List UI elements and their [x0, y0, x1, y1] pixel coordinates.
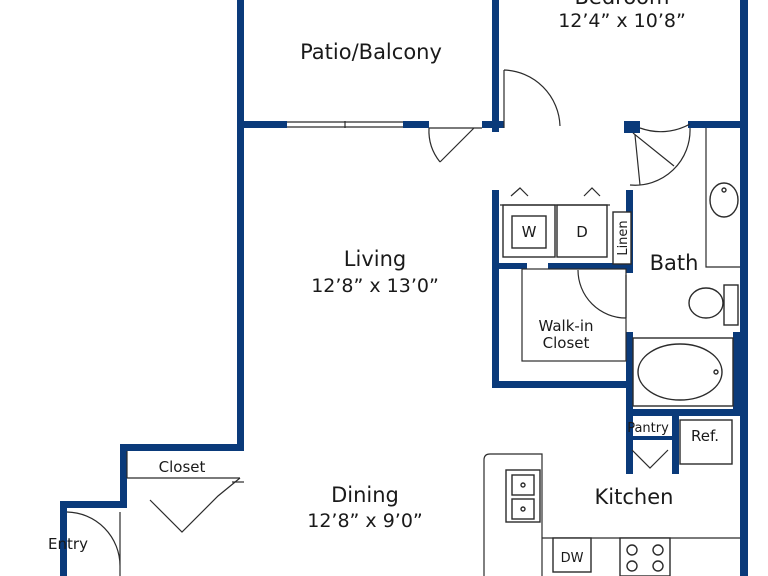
toilet-tank	[723, 284, 739, 326]
patio-left-wall	[237, 0, 244, 128]
patio-right-wall	[492, 0, 499, 132]
sink-faucet	[721, 187, 727, 193]
laundry-left-wall	[492, 190, 499, 388]
bath-left-wall	[626, 332, 633, 474]
patio-bottom-wall-right	[482, 121, 504, 128]
closet-bottom-wall	[492, 381, 632, 388]
bedroom-right-wall	[740, 0, 748, 128]
living-dimensions: 12’8” x 13’0”	[311, 275, 439, 297]
closet-top-wall	[120, 444, 244, 451]
refrigerator-label: Ref.	[691, 427, 719, 445]
kitchen-name: Kitchen	[595, 485, 674, 509]
bedroom-bottom-wall-stub	[624, 121, 640, 133]
dishwasher	[552, 537, 592, 573]
stove	[619, 537, 671, 576]
coat-closet-doors	[149, 477, 241, 533]
burner-2	[652, 544, 664, 556]
washer-panel	[511, 215, 547, 249]
closet-left-wall	[120, 444, 127, 508]
entry-left-wall	[60, 501, 67, 576]
sink-drain-1	[520, 482, 526, 488]
dining-name: Dining	[331, 483, 399, 507]
labels: Bedroom 12’4” x 10’8” Patio/Balcony Livi…	[48, 0, 719, 566]
laundry-bifold-doors	[500, 187, 610, 206]
entry-name: Entry	[48, 535, 88, 553]
patio-name: Patio/Balcony	[300, 40, 442, 64]
bath-inner-door	[629, 127, 691, 186]
walk-in-closet-name-1: Walk-in	[538, 317, 593, 335]
pantry-name: Pantry	[627, 421, 669, 436]
dining-dimensions: 12’8” x 9’0”	[307, 510, 423, 532]
laundry-bottom-wall-right	[548, 263, 633, 269]
dishwasher-label: DW	[561, 551, 584, 566]
tub-drain	[713, 369, 719, 375]
bath-bottom-wall	[626, 409, 748, 416]
vanity-counter	[705, 128, 740, 268]
closet-name: Closet	[159, 458, 206, 476]
linen-closet	[612, 211, 632, 265]
pantry-right-wall	[672, 416, 679, 474]
burner-3	[626, 560, 638, 572]
bath-name: Bath	[650, 251, 699, 275]
fixtures	[66, 69, 740, 576]
pantry-door	[631, 449, 669, 469]
patio-bottom-wall-mid	[403, 121, 429, 128]
patio-bottom-wall-left	[237, 121, 287, 128]
coat-closet-shelf	[126, 451, 240, 479]
sink	[709, 182, 739, 218]
living-left-wall	[237, 121, 244, 451]
dryer	[556, 204, 608, 258]
pantry-bottom-wall	[626, 436, 672, 440]
bedroom-bottom-wall-right	[688, 121, 748, 128]
bedroom-name: Bedroom	[575, 0, 670, 9]
entry-door	[66, 511, 121, 576]
bedroom-door	[503, 69, 561, 128]
living-name: Living	[344, 247, 406, 271]
closet-door	[577, 269, 627, 319]
entry-top-wall	[60, 501, 127, 508]
tub-basin	[637, 343, 723, 401]
refrigerator	[679, 419, 733, 465]
kitchen-island	[483, 453, 543, 576]
tub-right-wall	[733, 332, 741, 416]
walls	[60, 0, 748, 576]
burner-1	[626, 544, 638, 556]
walk-in-closet-name-2: Closet	[543, 334, 590, 352]
toilet-bowl	[688, 287, 724, 319]
linen-name: Linen	[616, 220, 631, 255]
dryer-label: D	[576, 223, 588, 241]
laundry-bottom-wall-left	[499, 263, 527, 269]
washer-label: W	[522, 223, 537, 241]
bedroom-dimensions: 12’4” x 10’8”	[558, 10, 686, 32]
patio-door	[428, 127, 482, 163]
burner-4	[652, 560, 664, 572]
bath-door	[632, 123, 691, 186]
sink-drain-2	[520, 506, 526, 512]
bath-right-wall	[740, 128, 748, 576]
